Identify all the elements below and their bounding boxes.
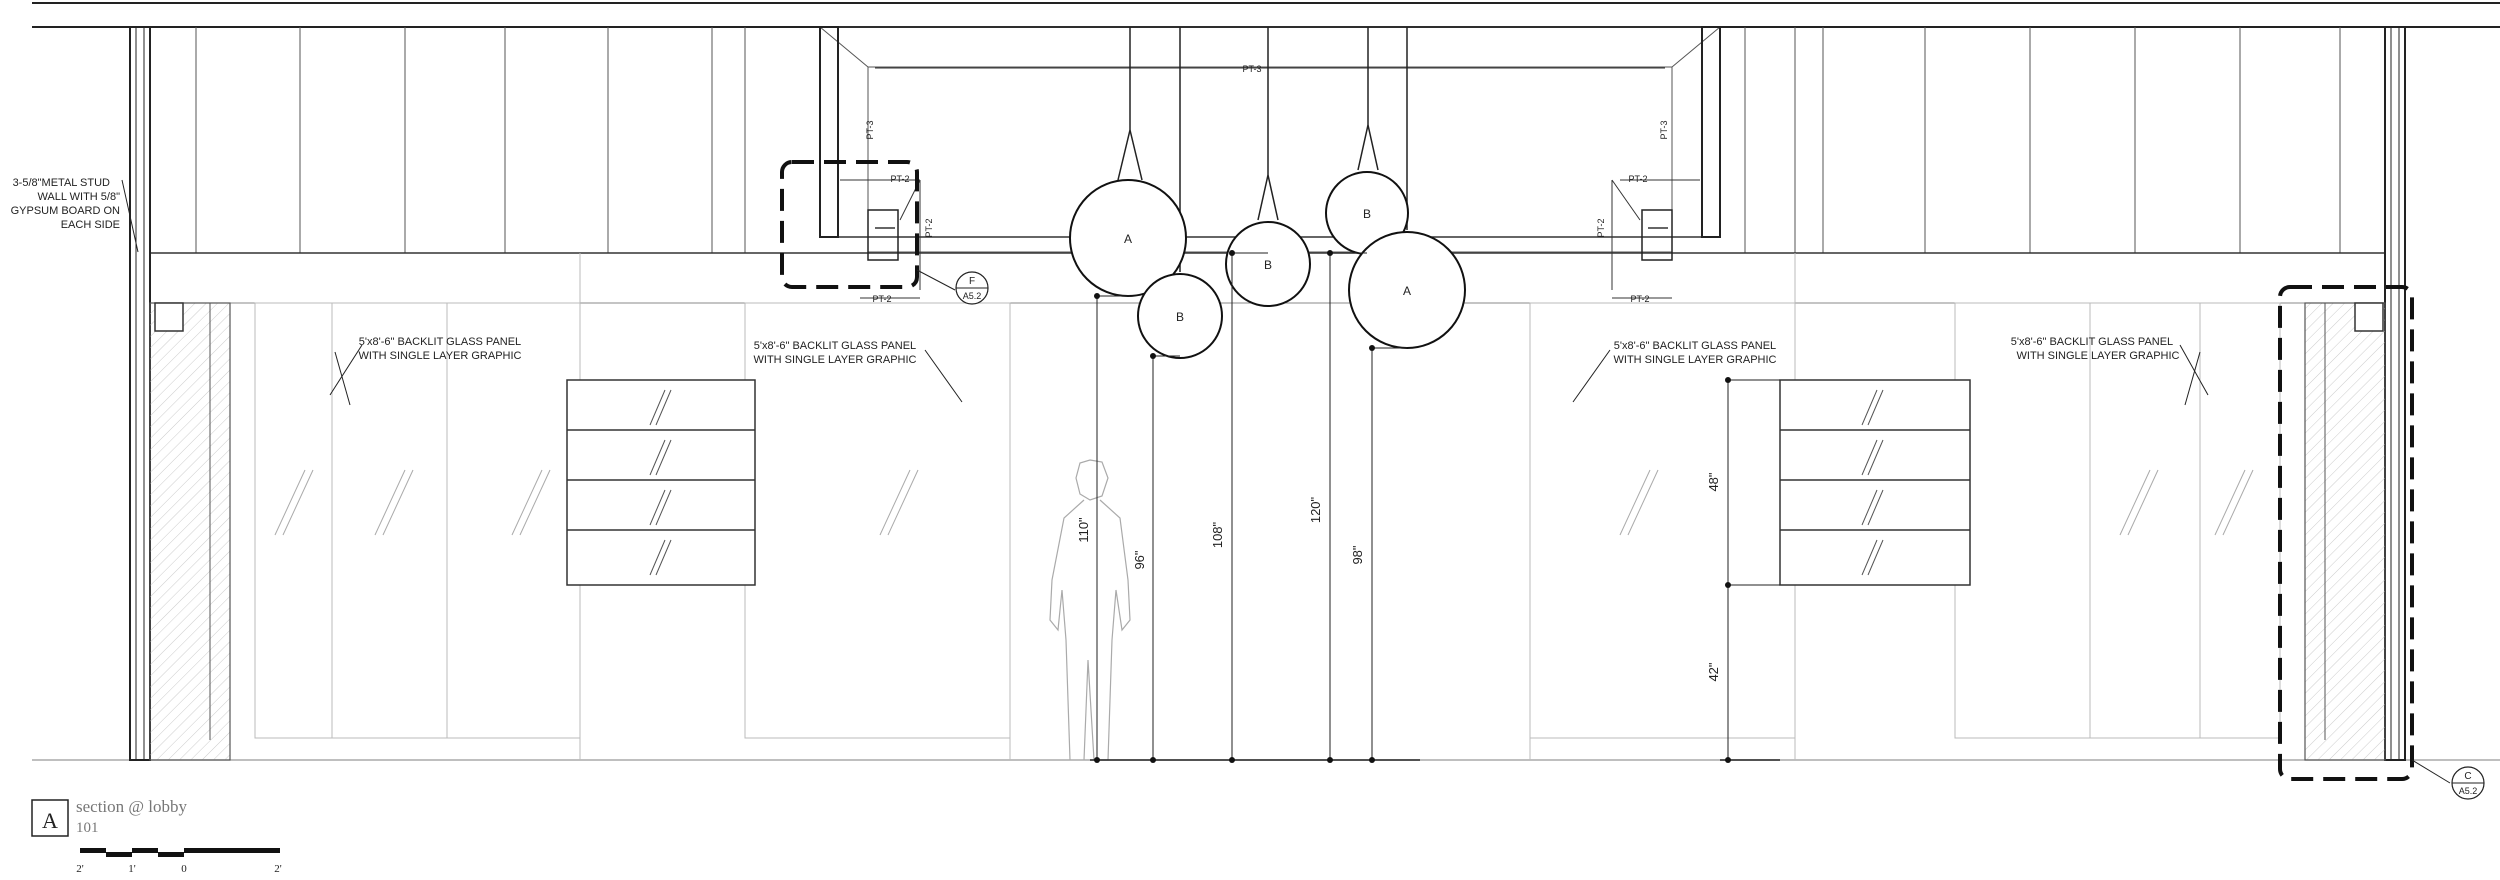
- title-block: A section @ lobby 101: [31, 797, 188, 837]
- dim-pendant-2: 108": [1210, 521, 1225, 548]
- left-wall: [129, 26, 151, 761]
- pendant-a-left-label: A: [1124, 232, 1132, 246]
- dim-pendant-3: 120": [1308, 496, 1323, 523]
- dim-shelf-height: 48": [1706, 472, 1721, 491]
- glass-note-1-line-1: 5'x8'-6" BACKLIT GLASS PANEL: [359, 336, 521, 348]
- pt2-tag-right-side: PT-2: [1596, 218, 1606, 237]
- glass-note-1: 5'x8'-6" BACKLIT GLASS PANEL WITH SINGLE…: [329, 336, 522, 406]
- wall-note-line-2: WALL WITH 5/8": [37, 191, 120, 203]
- detail-left-sheet: A5.2: [963, 291, 982, 301]
- detail-boundary-right: [2278, 285, 2414, 781]
- wall-note-line-3: GYPSUM BOARD ON: [11, 205, 120, 217]
- left-column: [149, 302, 231, 761]
- pt2-leaders-right: [1611, 179, 1700, 299]
- pt2-tag-right-top: PT-2: [1628, 174, 1647, 184]
- pendant-a-left: A: [1069, 179, 1187, 297]
- pendant-a-right: A: [1348, 231, 1466, 349]
- pt2-tag-left-bottom: PT-2: [872, 294, 891, 304]
- glass-note-2-line-1: 5'x8'-6" BACKLIT GLASS PANEL: [754, 340, 916, 352]
- glass-panels: [254, 253, 2281, 760]
- human-figure: [1049, 459, 1131, 761]
- glass-note-4-line-2: WITH SINGLE LAYER GRAPHIC: [2017, 350, 2180, 362]
- pendant-b-low-label: B: [1176, 310, 1184, 324]
- wall-note: 3-5/8"METAL STUD WALL WITH 5/8" GYPSUM B…: [11, 177, 139, 253]
- title-tag: A: [42, 808, 58, 833]
- left-shelving-unit: [566, 379, 756, 586]
- title-number: 101: [76, 820, 99, 836]
- glass-note-3: 5'x8'-6" BACKLIT GLASS PANEL WITH SINGLE…: [1572, 340, 1777, 403]
- pt2-tag-left-side: PT-2: [924, 218, 934, 237]
- detail-callout-left: F A5.2: [916, 269, 989, 305]
- right-shelving-unit: [1779, 379, 1971, 586]
- wall-note-line-1: 3-5/8"METAL STUD: [13, 177, 110, 189]
- glass-note-4: 5'x8'-6" BACKLIT GLASS PANEL WITH SINGLE…: [2011, 336, 2209, 406]
- glass-note-1-line-2: WITH SINGLE LAYER GRAPHIC: [359, 350, 522, 362]
- dimension-dots: [1094, 250, 1731, 763]
- pendant-b-low: B: [1137, 273, 1223, 359]
- dim-base-height: 42": [1706, 662, 1721, 681]
- scale-label-1: 2': [76, 863, 84, 875]
- pt2-tag-right-bottom: PT-2: [1630, 294, 1649, 304]
- glass-reflection-marks: [274, 469, 2254, 536]
- right-column: [2304, 302, 2386, 761]
- detail-right-sheet: A5.2: [2459, 786, 2478, 796]
- glass-note-2: 5'x8'-6" BACKLIT GLASS PANEL WITH SINGLE…: [754, 340, 963, 403]
- pendant-b-middle-label: B: [1264, 258, 1272, 272]
- pt3-tag-right: PT-3: [1659, 120, 1669, 139]
- pendant-b-high-label: B: [1363, 207, 1371, 221]
- left-shelf-glass-marks: [649, 389, 672, 576]
- glass-note-4-line-1: 5'x8'-6" BACKLIT GLASS PANEL: [2011, 336, 2173, 348]
- detail-left-letter: F: [969, 276, 975, 287]
- detail-callout-right: C A5.2: [2411, 759, 2485, 800]
- pt3-tag-left: PT-3: [865, 120, 875, 139]
- glass-note-2-line-2: WITH SINGLE LAYER GRAPHIC: [754, 354, 917, 366]
- right-wall: [2384, 26, 2406, 761]
- scale-label-2: 1': [128, 863, 136, 875]
- title-tag-box: [31, 799, 69, 837]
- pt2-leaders-left: [840, 179, 921, 299]
- dim-pendant-1: 96": [1132, 550, 1147, 569]
- wall-note-line-4: EACH SIDE: [61, 219, 120, 231]
- pt2-tag-left-top: PT-2: [890, 174, 909, 184]
- pendant-b-middle: B: [1225, 221, 1311, 307]
- pt3-tag-top: PT-3: [1242, 64, 1261, 74]
- title-text: section @ lobby: [76, 797, 188, 816]
- dimension-lines: [1090, 252, 1780, 761]
- dim-pendant-4: 98": [1350, 545, 1365, 564]
- detail-right-letter: C: [2464, 771, 2471, 782]
- upper-wall-panels: [149, 27, 2341, 253]
- right-shelf-glass-marks: [1861, 389, 1884, 576]
- glass-note-3-line-2: WITH SINGLE LAYER GRAPHIC: [1614, 354, 1777, 366]
- scale-label-4: 2': [274, 863, 282, 875]
- detail-boundary-left: [780, 160, 919, 289]
- pendant-a-right-label: A: [1403, 284, 1411, 298]
- glass-note-3-line-1: 5'x8'-6" BACKLIT GLASS PANEL: [1614, 340, 1776, 352]
- scale-label-3: 0: [181, 863, 187, 875]
- scale-bar: 2' 1' 0 2': [76, 848, 282, 875]
- dim-figure-height: 110": [1076, 517, 1091, 543]
